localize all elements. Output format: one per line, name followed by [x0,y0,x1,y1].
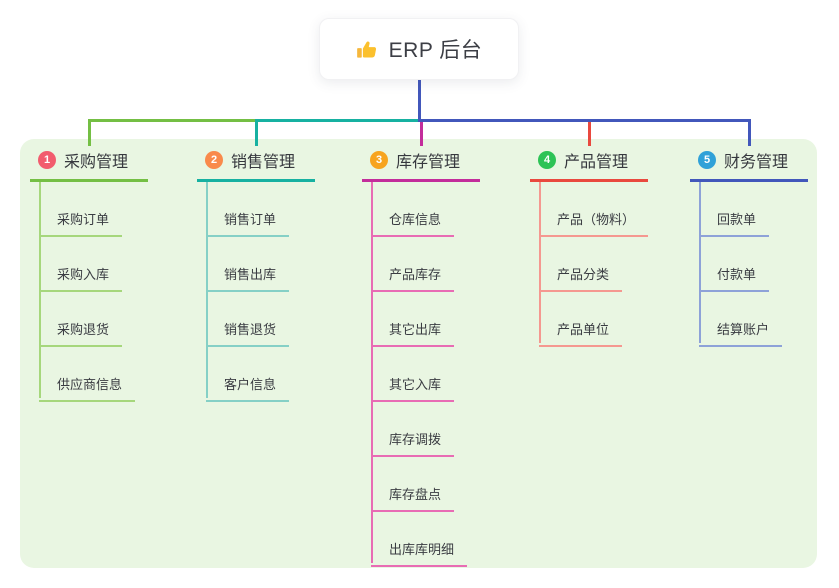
child-node-label: 客户信息 [224,377,277,392]
branch: 3 库存管理 仓库信息产品库存其它出库其它入库库存调拨库存盘点出库库明细 [362,148,480,567]
branch-children: 仓库信息产品库存其它出库其它入库库存调拨库存盘点出库库明细 [362,182,480,567]
child-node-label: 采购订单 [57,212,110,227]
connector-line [418,80,421,122]
branch-children: 销售订单销售出库销售退货客户信息 [197,182,315,402]
branch-label: 采购管理 [64,154,129,171]
branch: 4 产品管理 产品（物料） 产品分类产品单位 [530,148,649,347]
child-node-item[interactable]: 付款单 [699,237,770,292]
child-node-label: 产品库存 [389,267,442,282]
connector-line [255,119,258,146]
child-node-item[interactable]: 产品库存 [371,237,455,292]
child-node-item[interactable]: 库存调拨 [371,402,455,457]
branch-header[interactable]: 2 销售管理 [197,148,315,182]
branch-label: 库存管理 [396,154,461,171]
child-node-item[interactable]: 其它入库 [371,347,455,402]
child-node-item[interactable]: 其它出库 [371,292,455,347]
child-node-label: 销售退货 [224,322,277,337]
child-node-item[interactable]: 采购入库 [39,237,123,292]
branch-number-badge: 5 [698,151,716,169]
child-node-item[interactable]: 供应商信息 [39,347,136,402]
child-node-label: 采购入库 [57,267,110,282]
child-node-item[interactable]: 仓库信息 [371,182,455,237]
connector-line [88,119,91,146]
child-node-label: 付款单 [717,267,757,282]
branch: 1 采购管理 采购订单采购入库采购退货供应商信息 [30,148,148,402]
branch-number-badge: 1 [38,151,56,169]
child-node-item[interactable]: 回款单 [699,182,770,237]
branch-connector-line [539,182,541,343]
branch-connector-line [39,182,41,398]
child-node-label: 结算账户 [717,322,770,337]
child-node-item[interactable]: 产品单位 [539,292,623,347]
child-node-label: 销售订单 [224,212,277,227]
child-node-label: 产品（物料） [557,212,636,227]
branch-label: 销售管理 [231,154,296,171]
child-node-label: 销售出库 [224,267,277,282]
root-node[interactable]: ERP 后台 [319,18,519,80]
child-node-label: 库存盘点 [389,487,442,502]
child-node-label: 其它入库 [389,377,442,392]
child-node-item[interactable]: 产品（物料） [539,182,649,237]
connector-line [420,119,423,146]
branch-label: 产品管理 [564,154,629,171]
branch-children: 采购订单采购入库采购退货供应商信息 [30,182,148,402]
branch-label: 财务管理 [724,154,789,171]
branch-connector-line [371,182,373,563]
branch-children: 产品（物料） 产品分类产品单位 [530,182,649,347]
branches-panel [20,139,817,568]
child-node-label: 仓库信息 [389,212,442,227]
branch: 2 销售管理 销售订单销售出库销售退货客户信息 [197,148,315,402]
connector-line [748,119,751,146]
branch-number-badge: 2 [205,151,223,169]
connector-line [588,119,591,146]
child-node-item[interactable]: 销售退货 [206,292,290,347]
branch-connector-line [206,182,208,398]
child-node-item[interactable]: 销售订单 [206,182,290,237]
branch-header[interactable]: 3 库存管理 [362,148,480,182]
child-node-item[interactable]: 客户信息 [206,347,290,402]
child-node-item[interactable]: 产品分类 [539,237,623,292]
child-node-label: 供应商信息 [57,377,123,392]
child-node-label: 出库库明细 [389,542,455,557]
child-node-label: 其它出库 [389,322,442,337]
branch-connector-line [699,182,701,343]
child-node-item[interactable]: 采购订单 [39,182,123,237]
child-node-item[interactable]: 销售出库 [206,237,290,292]
thumbs-up-icon [356,38,379,61]
child-node-label: 回款单 [717,212,757,227]
root-label: ERP 后台 [388,39,483,62]
child-node-label: 产品单位 [557,322,610,337]
child-node-label: 产品分类 [557,267,610,282]
connector-line [255,119,422,122]
branch-header[interactable]: 1 采购管理 [30,148,148,182]
child-node-label: 库存调拨 [389,432,442,447]
branch-header[interactable]: 4 产品管理 [530,148,648,182]
child-node-item[interactable]: 采购退货 [39,292,123,347]
child-node-item[interactable]: 结算账户 [699,292,783,347]
branch-number-badge: 3 [370,151,388,169]
child-node-item[interactable]: 库存盘点 [371,457,455,512]
connector-line [419,119,751,122]
branch-children: 回款单付款单结算账户 [690,182,808,347]
child-node-item[interactable]: 出库库明细 [371,512,468,567]
child-node-label: 采购退货 [57,322,110,337]
branch-header[interactable]: 5 财务管理 [690,148,808,182]
branch-number-badge: 4 [538,151,556,169]
branch: 5 财务管理 回款单付款单结算账户 [690,148,808,347]
